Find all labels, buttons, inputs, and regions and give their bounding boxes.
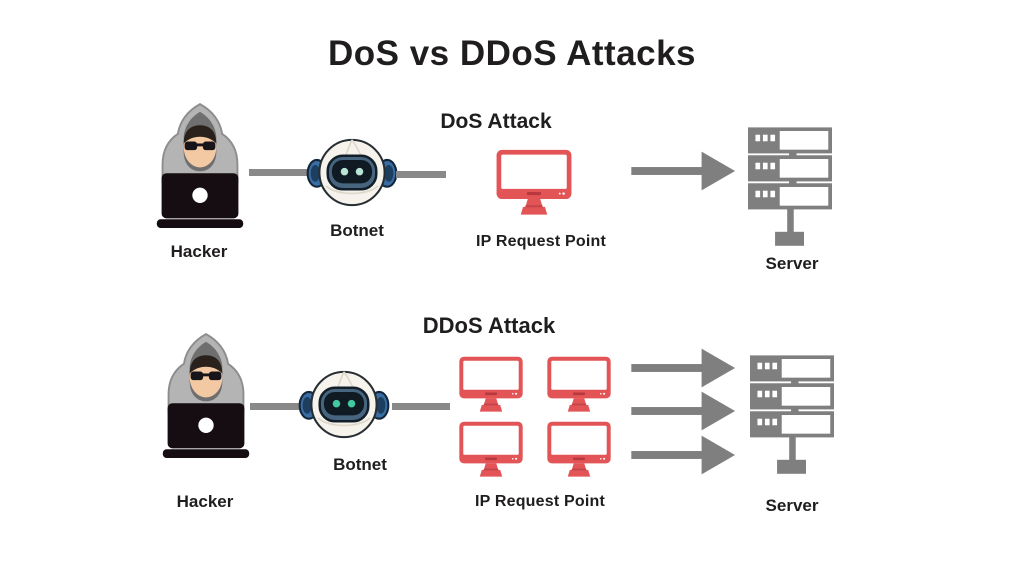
arrow-right-icon <box>628 433 740 477</box>
connector-line <box>249 169 307 176</box>
page-title: DoS vs DDoS Attacks <box>327 34 697 73</box>
dos-attack-heading: DoS Attack <box>440 110 552 133</box>
server-icon <box>750 354 834 476</box>
hacker-icon <box>158 332 254 461</box>
monitor-icon <box>495 149 573 221</box>
connector-line <box>392 403 450 410</box>
dos-botnet-label: Botnet <box>330 221 384 240</box>
dos-server-label: Server <box>765 254 819 273</box>
dos-hacker-label: Hacker <box>170 242 228 261</box>
monitor-icon <box>546 421 612 482</box>
hacker-icon <box>152 102 248 231</box>
ddos-botnet-label: Botnet <box>333 455 387 474</box>
ddos-server-label: Server <box>765 496 819 515</box>
dos-request-point-label: IP Request Point <box>475 233 607 250</box>
monitor-icon <box>458 356 524 417</box>
connector-line <box>396 171 446 178</box>
arrow-right-icon <box>628 389 740 433</box>
monitor-icon <box>546 356 612 417</box>
server-icon <box>748 126 832 248</box>
botnet-icon <box>306 134 398 211</box>
arrow-right-icon <box>628 346 740 390</box>
connector-line <box>250 403 302 410</box>
ddos-request-point-label: IP Request Point <box>474 493 606 510</box>
ddos-hacker-label: Hacker <box>176 492 234 511</box>
arrow-right-icon <box>628 149 740 193</box>
monitor-icon <box>458 421 524 482</box>
botnet-icon <box>298 366 390 443</box>
ddos-attack-heading: DDoS Attack <box>422 313 556 338</box>
